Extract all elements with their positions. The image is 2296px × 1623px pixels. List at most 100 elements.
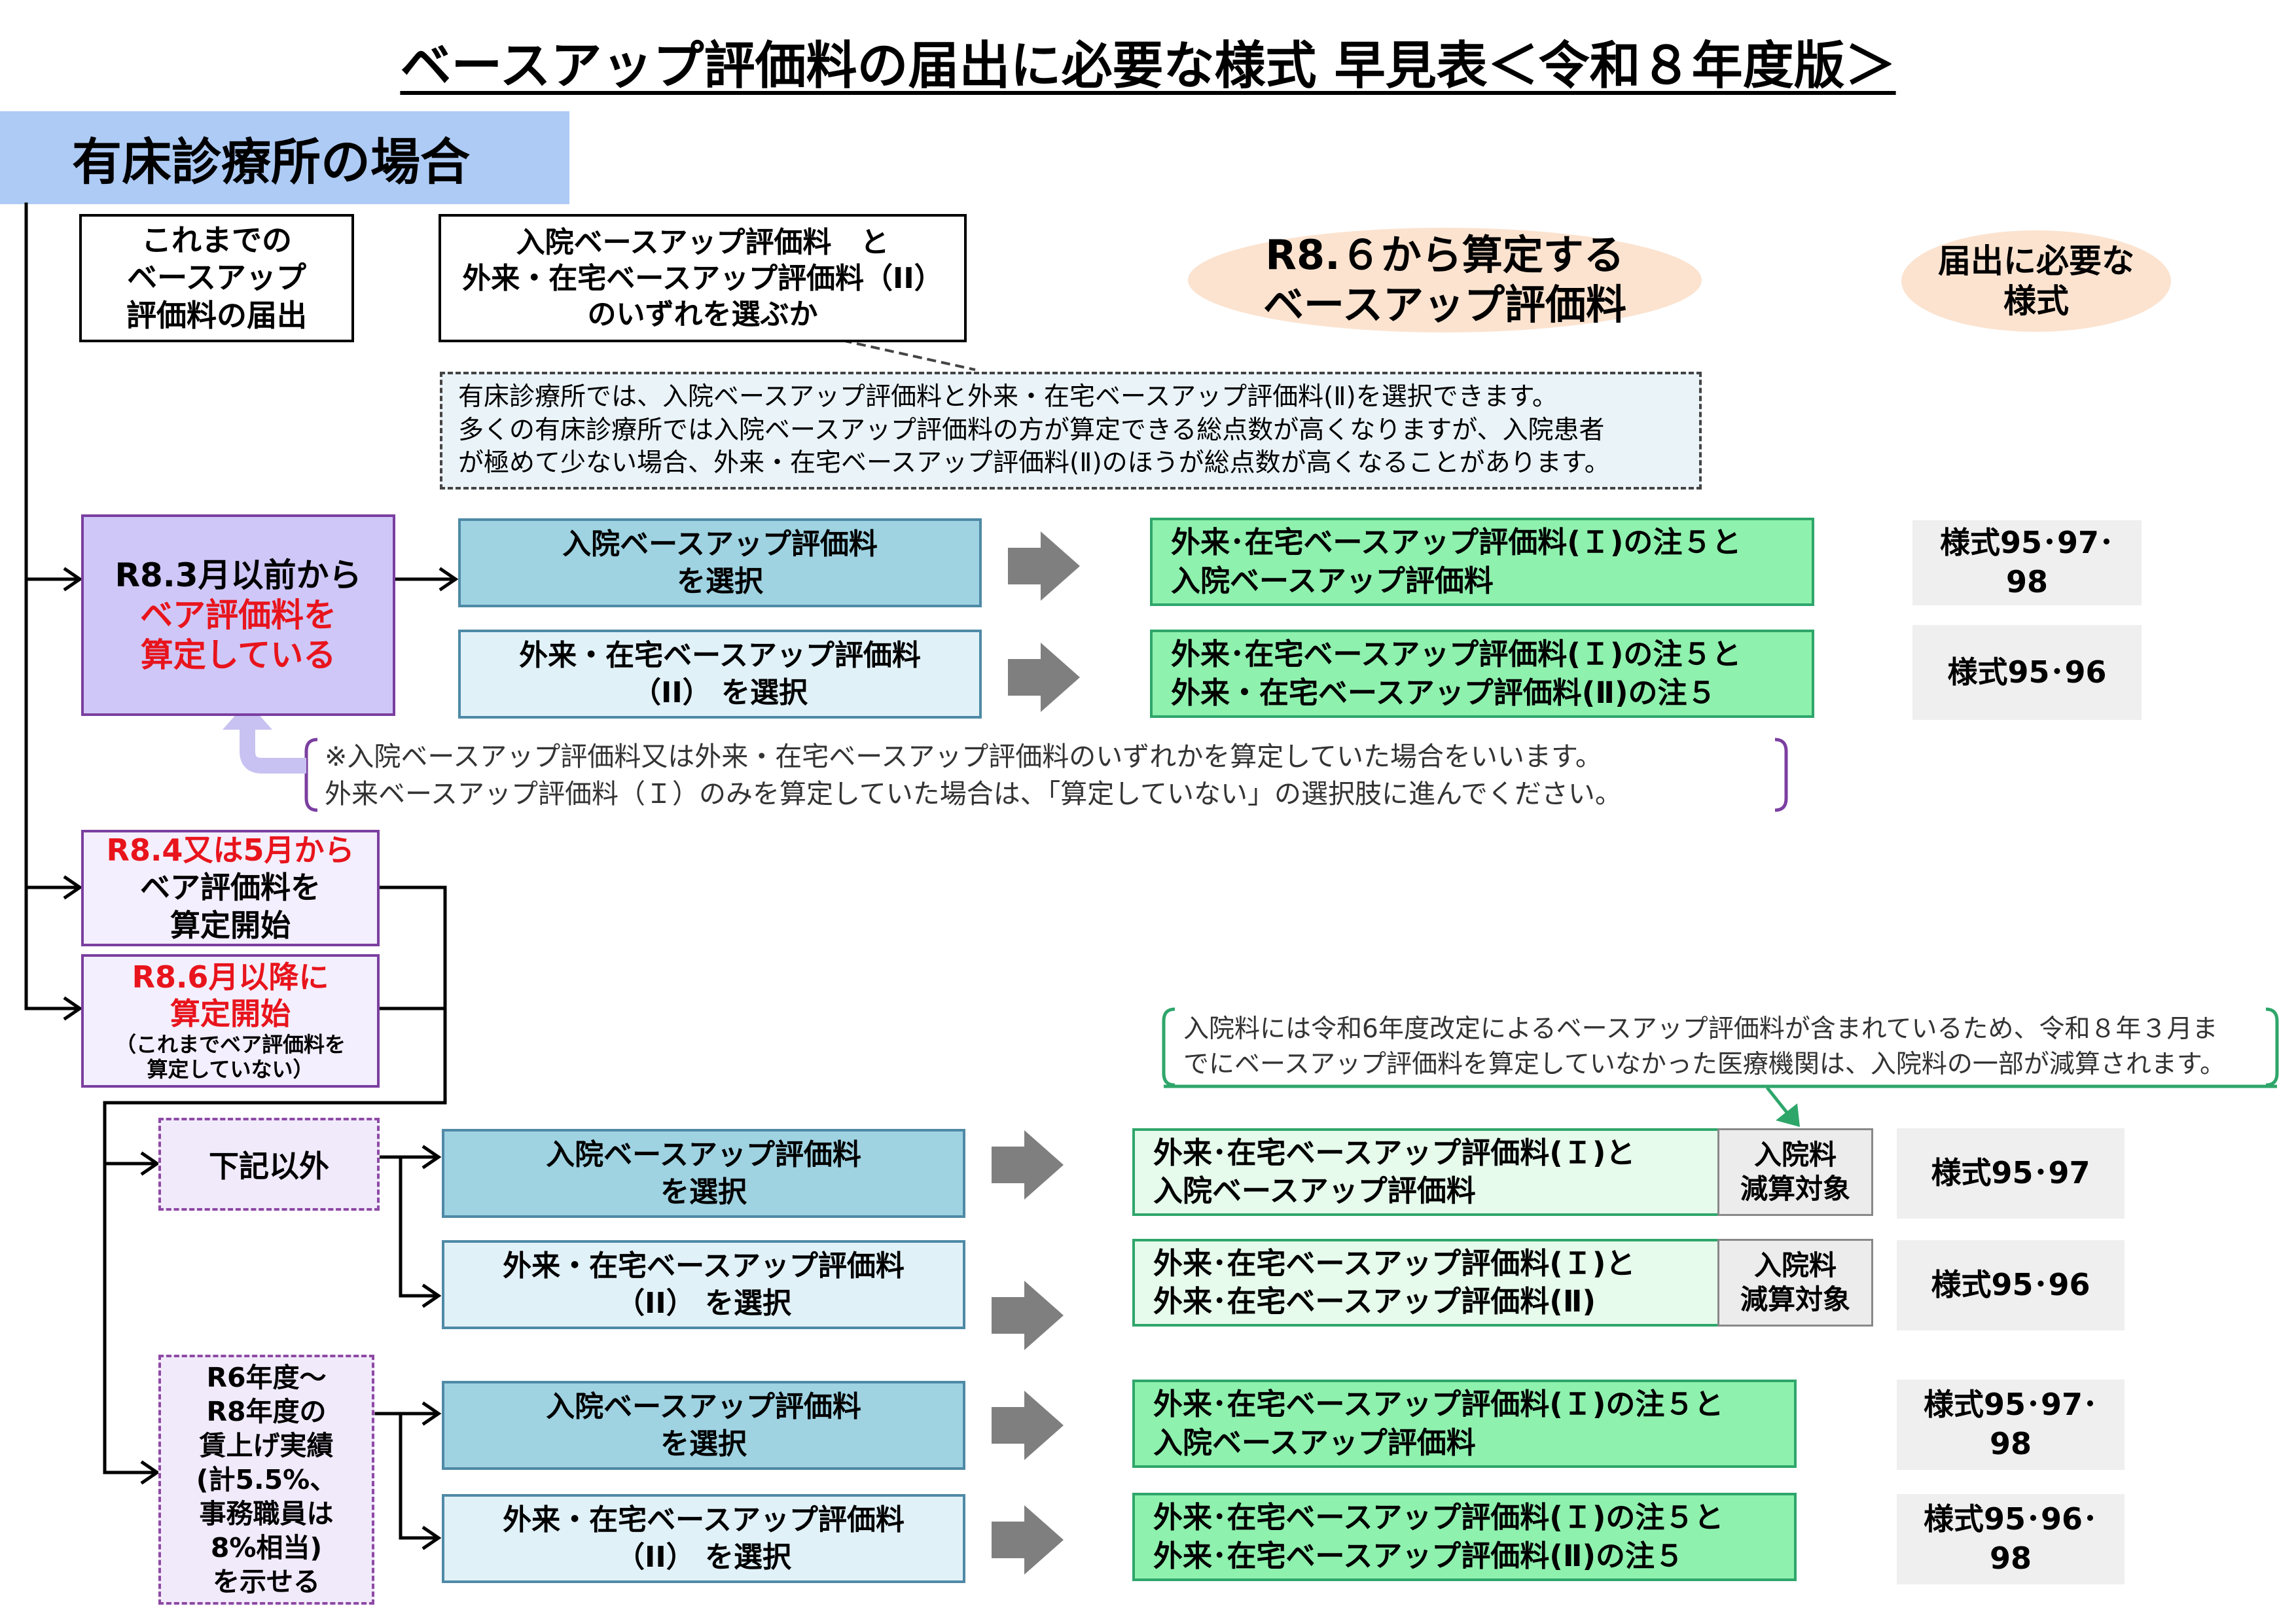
header-calculated-fee-line: R8.６から算定する	[1265, 231, 1624, 279]
result-line: 入院ベースアップ評価料	[1153, 1173, 1476, 1208]
choice-line: 外来・在宅ベースアップ評価料	[503, 1249, 905, 1283]
reduction-label-o2: 入院料 減算対象	[1717, 1239, 1873, 1327]
header-choice-line: 入院ベースアップ評価料 と	[516, 225, 889, 259]
header-choice-line: 外来・在宅ベースアップ評価料（II）	[462, 261, 943, 295]
sub-condition-other: 下記以外	[158, 1118, 380, 1211]
result-line: 外来･在宅ベースアップ評価料(Ｉ)の注５と	[1153, 1500, 1724, 1535]
choice-line: を選択	[660, 1427, 747, 1461]
condition-r8-4-or-5-line: 算定開始	[170, 907, 291, 943]
condition-before-r8-3-line: R8.3月以前から	[115, 556, 362, 594]
choice-inpatient-wage: 入院ベースアップ評価料 を選択	[442, 1381, 965, 1470]
selection-note-line: 多くの有床診療所では入院ベースアップ評価料の方が算定できる総点数が高くなりますが…	[458, 415, 1605, 445]
form-line: 様式95･97･	[1923, 1387, 2098, 1423]
header-previous-filing: これまでの ベースアップ 評価料の届出	[79, 214, 354, 342]
header-calculated-fee: R8.６から算定する ベースアップ評価料	[1188, 228, 1702, 332]
sub-condition-wage-line: 8%相当)	[210, 1532, 323, 1564]
form-o2: 様式95･96	[1897, 1240, 2125, 1330]
reduction-note: 入院料には令和6年度改定によるベースアップ評価料が含まれているため、令和８年３月…	[1183, 1011, 2270, 1083]
form-line: 98	[1989, 1541, 2032, 1576]
condition-before-r8-3-highlight: 算定している	[140, 635, 336, 674]
form-w1: 様式95･97･ 98	[1897, 1380, 2125, 1470]
choice-outpatient-other: 外来・在宅ベースアップ評価料 （II） を選択	[442, 1240, 965, 1329]
header-choice: 入院ベースアップ評価料 と 外来・在宅ベースアップ評価料（II） のいずれを選ぶ…	[439, 214, 967, 342]
choice-line: （II） を選択	[615, 1541, 792, 1574]
condition-a-note-line: 外来ベースアップ評価料（Ｉ）のみを算定していた場合は、「算定していない」の選択肢…	[325, 778, 1622, 810]
choice-line: 入院ベースアップ評価料	[546, 1389, 861, 1423]
result-a2: 外来･在宅ベースアップ評価料(Ｉ)の注５と 外来・在宅ベースアップ評価料(Ⅱ)の…	[1150, 630, 1814, 718]
condition-r8-4-or-5: R8.4又は5月から ベア評価料を 算定開始	[81, 830, 380, 946]
condition-r8-4-or-5-line: ベア評価料を	[140, 870, 321, 906]
condition-before-r8-3: R8.3月以前から ベア評価料を 算定している	[81, 514, 395, 716]
result-a1: 外来･在宅ベースアップ評価料(Ｉ)の注５と 入院ベースアップ評価料	[1150, 518, 1814, 606]
result-line: 外来･在宅ベースアップ評価料(Ｉ)と	[1153, 1135, 1636, 1170]
form-line: 98	[1989, 1426, 2032, 1461]
reduction-label-line: 減算対象	[1740, 1173, 1850, 1205]
choice-inpatient-other: 入院ベースアップ評価料 を選択	[442, 1129, 965, 1218]
result-line: 外来･在宅ベースアップ評価料(Ｉ)の注５と	[1153, 1387, 1724, 1421]
condition-before-r8-3-highlight: ベア評価料を	[140, 596, 336, 634]
reduction-label-line: 入院料	[1753, 1249, 1837, 1281]
page-title: ベースアップ評価料の届出に必要な様式 早見表＜令和８年度版＞	[400, 37, 1896, 96]
form-line: 様式95･96	[1947, 654, 2107, 690]
condition-r8-4-or-5-highlight: R8.4又は5月から	[106, 832, 355, 868]
condition-after-r8-6: R8.6月以降に 算定開始 （これまでベア評価料を 算定していない）	[81, 954, 380, 1088]
condition-a-note: ※入院ベースアップ評価料又は外来・在宅ベースアップ評価料のいずれかを算定していた…	[325, 740, 1771, 812]
header-previous-filing-line: 評価料の届出	[126, 297, 307, 333]
condition-after-r8-6-highlight: R8.6月以降に	[132, 959, 329, 995]
reduction-label-line: 入院料	[1753, 1138, 1837, 1171]
choice-outpatient-a: 外来・在宅ベースアップ評価料 （II） を選択	[458, 630, 982, 719]
sub-condition-other-label: 下記以外	[209, 1149, 329, 1184]
header-calculated-fee-line: ベースアップ評価料	[1263, 281, 1626, 329]
form-a2: 様式95･96	[1912, 625, 2142, 720]
form-line: 様式95･96･	[1923, 1501, 2098, 1537]
selection-note-line: が極めて少ない場合、外来・在宅ベースアップ評価料(Ⅱ)のほうが総点数が高くなるこ…	[458, 448, 1610, 478]
choice-line: （II） を選択	[615, 1287, 792, 1320]
section-title: 有床診療所の場合	[0, 111, 569, 204]
header-required-forms-line: 届出に必要な	[1938, 241, 2134, 280]
sub-condition-wage-line: を示せる	[213, 1566, 320, 1598]
result-line: 外来･在宅ベースアップ評価料(Ｉ)の注５と	[1171, 525, 1742, 560]
form-line: 様式95･97･	[1939, 525, 2115, 561]
form-w2: 様式95･96･ 98	[1897, 1494, 2125, 1584]
header-previous-filing-line: ベースアップ	[127, 260, 306, 296]
result-line: 入院ベースアップ評価料	[1153, 1425, 1476, 1460]
reduction-note-line: 入院料には令和6年度改定によるベースアップ評価料が含まれているため、令和８年３月…	[1183, 1014, 2218, 1044]
choice-inpatient-a: 入院ベースアップ評価料 を選択	[458, 518, 982, 607]
choice-line: を選択	[677, 565, 763, 598]
selection-note: 有床診療所では、入院ベースアップ評価料と外来・在宅ベースアップ評価料(Ⅱ)を選択…	[440, 372, 1702, 490]
result-line: 外来･在宅ベースアップ評価料(Ｉ)と	[1153, 1245, 1636, 1281]
sub-condition-wage-line: 事務職員は	[199, 1498, 334, 1530]
header-required-forms-line: 様式	[2003, 281, 2069, 320]
result-w2: 外来･在宅ベースアップ評価料(Ｉ)の注５と 外来･在宅ベースアップ評価料(Ⅱ)の…	[1132, 1493, 1797, 1581]
result-w1: 外来･在宅ベースアップ評価料(Ｉ)の注５と 入院ベースアップ評価料	[1132, 1380, 1797, 1468]
reduction-label-o1: 入院料 減算対象	[1717, 1128, 1873, 1216]
sub-condition-wage-line: R8年度の	[206, 1395, 327, 1427]
form-line: 様式95･96	[1931, 1267, 2090, 1303]
condition-after-r8-6-subtext: 算定していない）	[147, 1057, 314, 1082]
choice-line: （II） を選択	[632, 676, 808, 709]
form-a1: 様式95･97･ 98	[1912, 520, 2142, 605]
result-o1: 外来･在宅ベースアップ評価料(Ｉ)と 入院ベースアップ評価料	[1132, 1128, 1721, 1216]
sub-condition-wage-line: 賃上げ実績	[199, 1429, 334, 1461]
form-line: 様式95･97	[1931, 1155, 2090, 1191]
header-previous-filing-line: これまでの	[141, 222, 292, 258]
choice-line: を選択	[660, 1175, 747, 1209]
choice-outpatient-wage: 外来・在宅ベースアップ評価料 （II） を選択	[442, 1494, 965, 1583]
reduction-note-line: でにベースアップ評価料を算定していなかった医療機関は、入院料の一部が減算されます…	[1183, 1050, 2225, 1079]
form-o1: 様式95･97	[1897, 1128, 2125, 1219]
sub-condition-wage-record: R6年度～ R8年度の 賃上げ実績 (計5.5%、 事務職員は 8%相当) を示…	[158, 1355, 374, 1605]
header-choice-line: のいずれを選ぶか	[587, 297, 818, 331]
choice-line: 入院ベースアップ評価料	[546, 1137, 861, 1171]
result-line: 入院ベースアップ評価料	[1171, 563, 1494, 598]
sub-condition-wage-line: (計5.5%、	[196, 1463, 337, 1495]
condition-a-note-line: ※入院ベースアップ評価料又は外来・在宅ベースアップ評価料のいずれかを算定していた…	[325, 741, 1602, 773]
selection-note-line: 有床診療所では、入院ベースアップ評価料と外来・在宅ベースアップ評価料(Ⅱ)を選択…	[458, 382, 1558, 412]
result-line: 外来･在宅ベースアップ評価料(Ⅱ)	[1153, 1284, 1596, 1319]
result-line: 外来・在宅ベースアップ評価料(Ⅱ)の注５	[1171, 675, 1717, 710]
choice-line: 外来・在宅ベースアップ評価料	[503, 1503, 905, 1537]
choice-line: 外来・在宅ベースアップ評価料	[519, 638, 921, 672]
result-line: 外来･在宅ベースアップ評価料(Ⅱ)の注５	[1153, 1538, 1685, 1573]
choice-line: 入院ベースアップ評価料	[562, 527, 878, 561]
result-o2: 外来･在宅ベースアップ評価料(Ｉ)と 外来･在宅ベースアップ評価料(Ⅱ)	[1132, 1239, 1721, 1327]
form-line: 98	[2005, 564, 2048, 599]
